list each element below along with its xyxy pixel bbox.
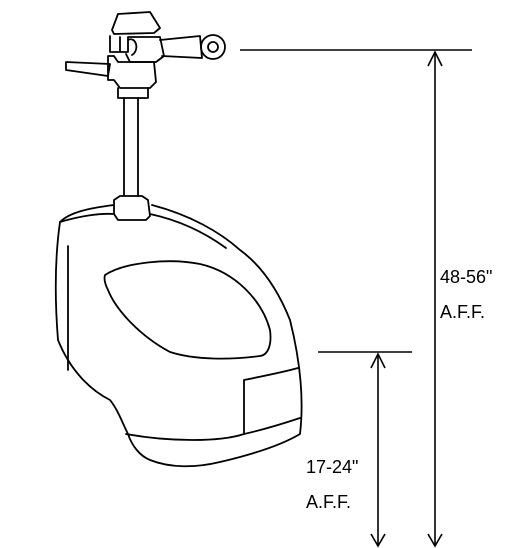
flush-valve [65,11,226,99]
lower-dimension-reference: A.F.F. [306,492,351,512]
supply-arm [159,35,203,59]
valve-lower-body [107,55,157,89]
lower-arrow-top [370,352,386,369]
upper-arrow-bottom [427,533,443,548]
bowl-outline [54,204,303,468]
upper-dimension-value: 48-56" [440,267,492,287]
lower-arrow-bottom [370,533,386,548]
valve-body [109,35,165,63]
upper-arrow-top [427,50,443,67]
upper-dimension: 48-56" A.F.F. [240,49,492,548]
flush-pipe [113,97,151,221]
valve-cap [111,11,161,35]
bowl-opening [103,260,272,360]
urinal-bowl [54,204,303,468]
upper-dimension-reference: A.F.F. [440,302,485,322]
supply-stop [200,34,226,60]
front-panel [125,367,299,441]
lower-dimension: 17-24" A.F.F. [306,351,412,548]
flush-handle [65,61,111,77]
lower-dimension-value: 17-24" [306,457,358,477]
